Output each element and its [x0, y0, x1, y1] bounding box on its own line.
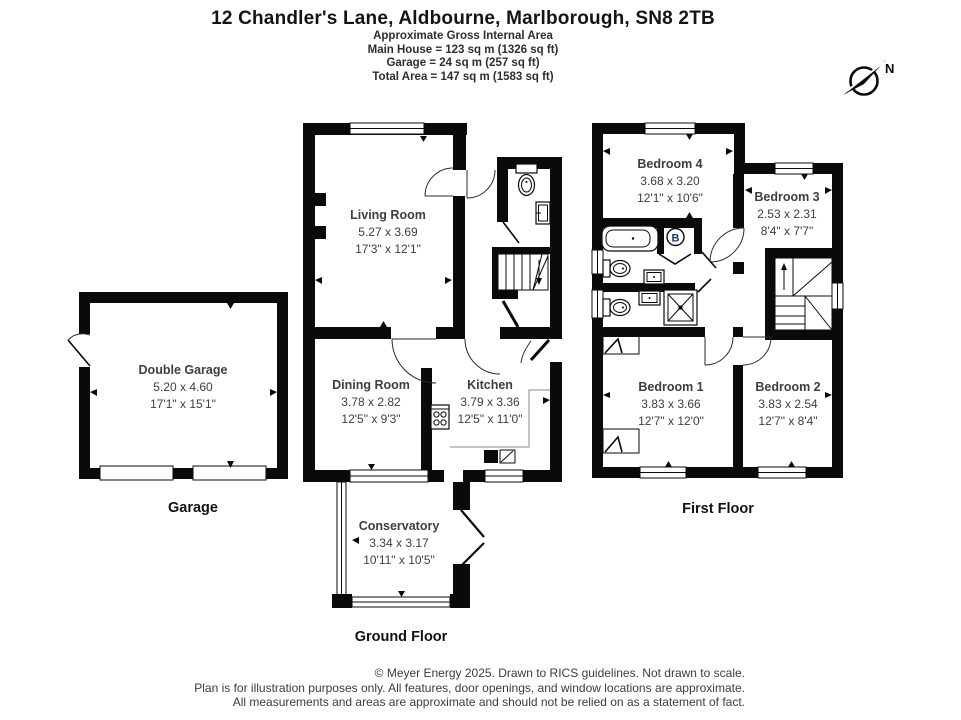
hob-icon [430, 404, 450, 430]
first-floor-label: First Floor [682, 501, 754, 517]
area-line-4: Total Area = 147 sq m (1583 sq ft) [372, 70, 554, 83]
stairs-icon [774, 257, 833, 331]
stairs-icon [497, 253, 549, 291]
footer-line-2: Plan is for illustration purposes only. … [194, 680, 745, 695]
footer-disclaimer: © Meyer Energy 2025. Drawn to RICS guide… [100, 666, 745, 710]
garage-door-gap [78, 334, 91, 367]
bathtub-icon [601, 225, 659, 252]
doors [391, 167, 551, 384]
north-label: N [885, 61, 894, 76]
ground-floor-plan [303, 122, 562, 608]
first-floor-plan: B [591, 122, 844, 479]
boiler-icon: B [658, 227, 692, 265]
footer-line-3: All measurements and areas are approxima… [232, 695, 745, 710]
chimney-breast [315, 193, 326, 206]
area-line-3: Garage = 24 sq m (257 sq ft) [386, 57, 540, 69]
open-door [460, 542, 485, 567]
kitchen-sink-icon [484, 449, 516, 464]
dimension-ticks [603, 134, 832, 467]
wardrobe [602, 331, 640, 454]
chimney-breast [315, 226, 326, 239]
boiler-label: B [672, 233, 680, 245]
windows [591, 122, 844, 479]
north-compass-icon: N [843, 60, 894, 96]
toilet-icon [515, 163, 538, 197]
shower-icon [663, 289, 698, 326]
dimension-ticks [315, 136, 550, 597]
area-line-2: Main House = 123 sq m (1326 sq ft) [367, 43, 559, 56]
garage-plan [67, 292, 288, 481]
sink-icon [643, 269, 665, 285]
conservatory-structure [332, 481, 485, 608]
ground-floor-label: Ground Floor [354, 629, 448, 645]
kitchen-counter [450, 389, 550, 448]
dimension-ticks [90, 303, 277, 468]
toilet-icon [602, 298, 631, 317]
garage-door-1 [99, 465, 174, 481]
page-title: 12 Chandler's Lane, Aldbourne, Marlborou… [211, 8, 715, 29]
doors [697, 227, 772, 366]
door-arc [67, 333, 91, 341]
front-door-leaf [529, 338, 551, 362]
header: 12 Chandler's Lane, Aldbourne, Marlborou… [33, 8, 893, 84]
garage-floor-label: Garage [168, 500, 218, 516]
open-door [460, 509, 485, 538]
footer-line-1: © Meyer Energy 2025. Drawn to RICS guide… [374, 666, 745, 680]
door-leaf [67, 339, 91, 367]
windows [349, 122, 524, 483]
sink-icon [638, 290, 661, 306]
area-line-1: Approximate Gross Internal Area [373, 30, 553, 42]
toilet-icon [602, 259, 631, 278]
sink-icon [535, 201, 551, 225]
garage-walls [79, 292, 288, 479]
garage-door-2 [192, 465, 267, 481]
